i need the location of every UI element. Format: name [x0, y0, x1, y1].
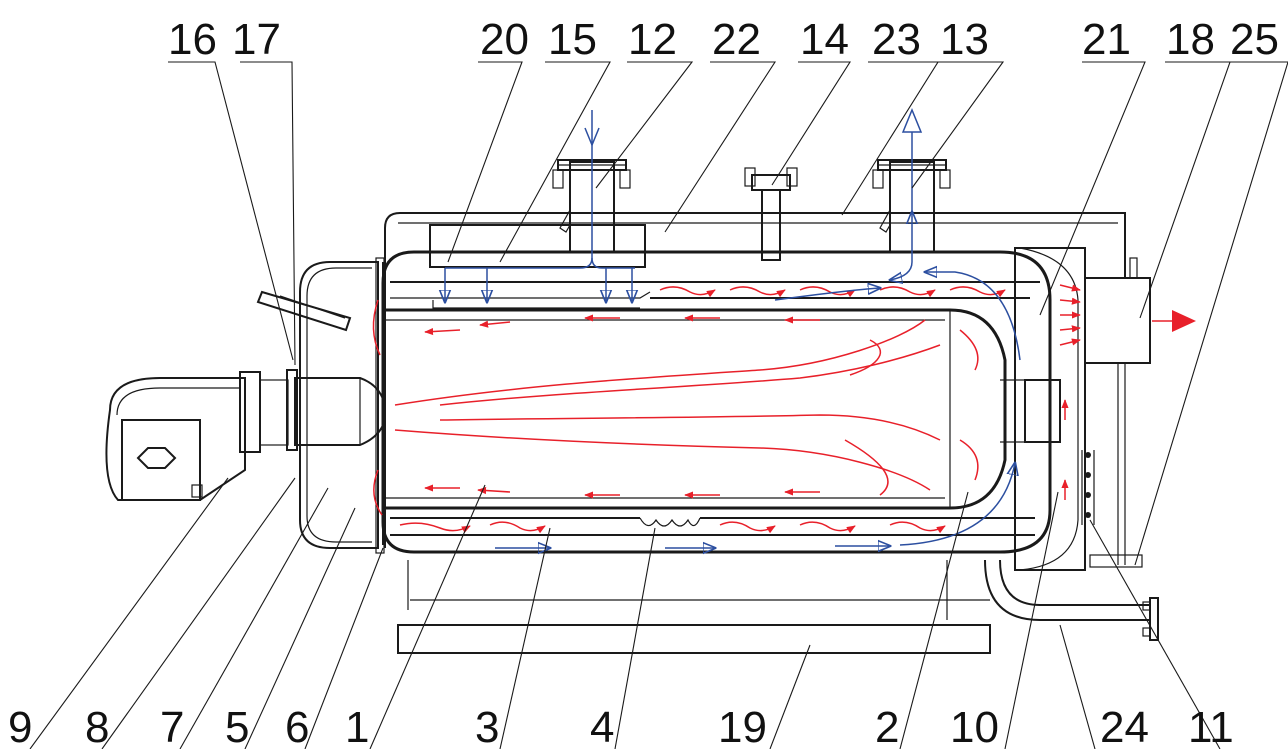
label-4: 4: [590, 703, 614, 749]
burner-throat: [294, 377, 386, 446]
base-frame: [397, 624, 991, 654]
label-3: 3: [475, 703, 499, 749]
outer-casing: [384, 212, 1126, 548]
hot-gas-flow: [372, 284, 1196, 534]
label-7: 7: [160, 703, 184, 749]
label-20: 20: [480, 15, 529, 64]
label-18: 18: [1166, 15, 1215, 64]
label-9: 9: [8, 703, 32, 749]
corrugation-joint: [639, 517, 701, 527]
callout-labels-top: 16 17 20 15 12 22 14 23 13 21 18 25: [168, 15, 1279, 64]
label-12: 12: [628, 15, 677, 64]
middle-nozzle: [744, 167, 798, 261]
label-10: 10: [950, 703, 999, 749]
label-6: 6: [285, 703, 309, 749]
header-drum: [429, 224, 646, 268]
rear-bolt-row: [1081, 450, 1095, 525]
boiler-structure: [105, 159, 1159, 654]
sight-tube: [256, 290, 352, 332]
label-21: 21: [1082, 15, 1131, 64]
label-16: 16: [168, 15, 217, 64]
label-2: 2: [875, 703, 899, 749]
label-24: 24: [1100, 703, 1149, 749]
label-1: 1: [345, 703, 369, 749]
water-flow: [445, 108, 1021, 548]
drain-pipe: [984, 559, 1150, 621]
burner-unit: [105, 371, 289, 501]
label-15: 15: [548, 15, 597, 64]
front-door: [299, 261, 379, 549]
label-17: 17: [232, 15, 281, 64]
label-5: 5: [225, 703, 249, 749]
label-13: 13: [940, 15, 989, 64]
flue-outlet: [1084, 277, 1151, 364]
label-23: 23: [872, 15, 921, 64]
label-22: 22: [712, 15, 761, 64]
label-25: 25: [1230, 15, 1279, 64]
label-8: 8: [85, 703, 109, 749]
callout-labels-bottom: 9 8 7 5 6 1 3 4 19 2 10 24 11: [8, 703, 1234, 749]
leader-lines: [29, 61, 1288, 749]
rear-inspection-port: [1024, 379, 1061, 443]
furnace-tube: [385, 308, 1007, 510]
outer-shell: [381, 250, 1052, 554]
label-11: 11: [1188, 703, 1234, 749]
label-14: 14: [800, 15, 849, 64]
label-19: 19: [718, 703, 767, 749]
